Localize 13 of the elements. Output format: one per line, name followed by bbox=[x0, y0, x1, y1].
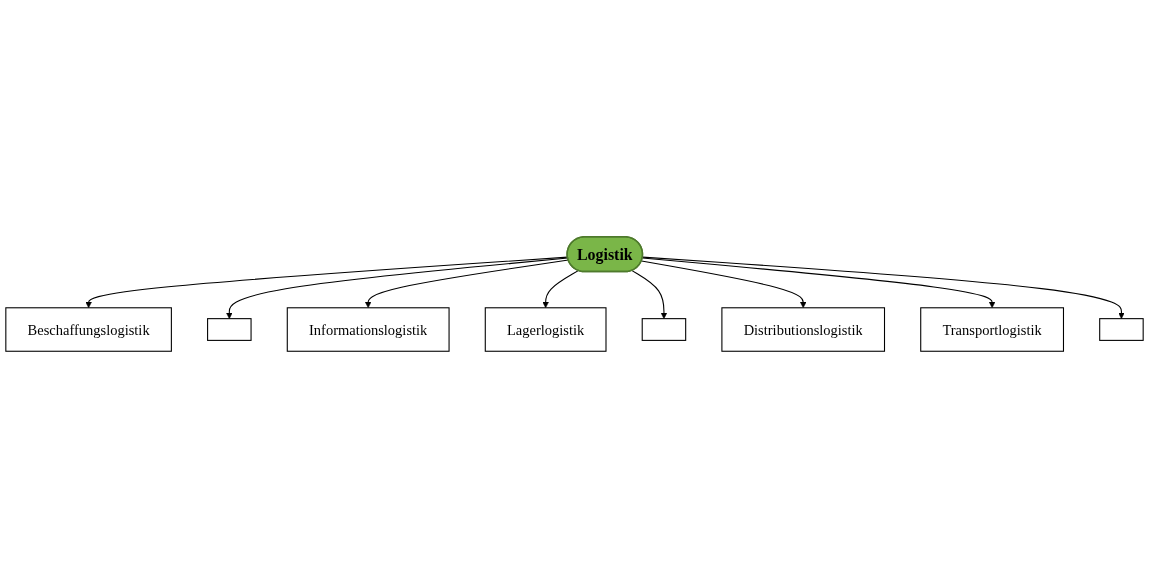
node-box: Informationslogistik bbox=[286, 307, 450, 352]
node-box: Lagerlogistik bbox=[484, 307, 607, 352]
arrow bbox=[642, 256, 1125, 319]
arrow bbox=[641, 257, 996, 309]
arrow bbox=[641, 260, 807, 309]
node-box bbox=[641, 318, 687, 341]
node-box: Beschaffungslogistik bbox=[5, 307, 172, 352]
arrow bbox=[631, 270, 668, 319]
node-box: Distributionslogistik bbox=[721, 307, 886, 352]
arrow bbox=[542, 270, 579, 309]
node-box bbox=[1099, 318, 1144, 341]
node-box: Transportlogistik bbox=[920, 307, 1065, 352]
node-box bbox=[207, 318, 252, 341]
